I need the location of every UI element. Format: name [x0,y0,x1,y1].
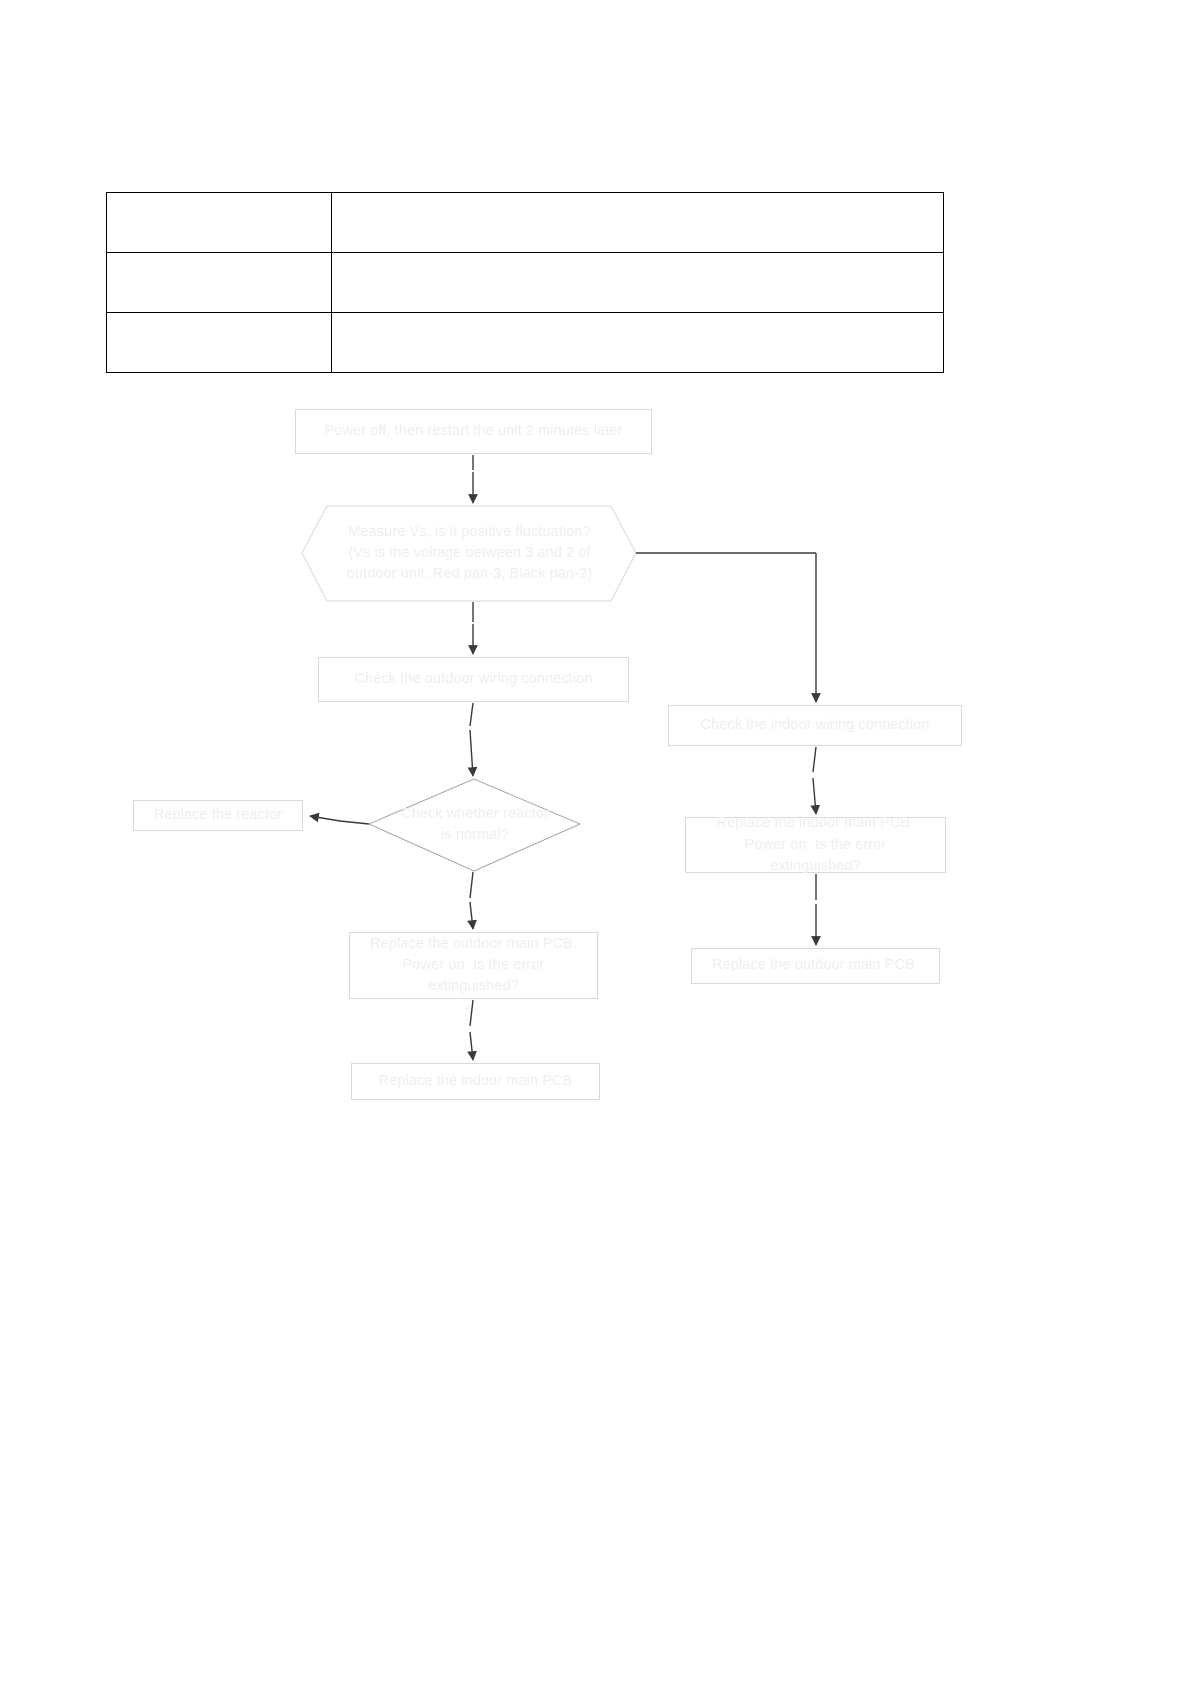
node-check-outdoor-wiring[interactable]: Check the outdoor wiring connection [318,657,629,702]
node-power-off-restart[interactable]: Power off, then restart the unit 2 minut… [295,409,652,454]
node-measure-vs[interactable]: Measure Vs, is it positive fluctuation? … [303,505,636,602]
spec-table [106,192,944,373]
node-label: Check the outdoor wiring connection [354,670,593,687]
table-cell-label [106,252,332,313]
node-replace-outdoor-pcb-final[interactable]: Replace the outdoor main PCB. [691,948,940,984]
table-row [106,312,944,373]
node-label: Check the indoor wiring connection [700,716,930,733]
node-label: Replace the indoor main PCB [378,1072,573,1089]
table-cell-label [106,312,332,373]
node-check-indoor-wiring[interactable]: Check the indoor wiring connection [668,705,962,746]
table-cell-label [106,192,332,253]
node-label: Power off, then restart the unit 2 minut… [324,422,623,439]
node-label: Replace the indoor main PCB. Power on. I… [716,815,915,874]
diamond-shape-check-reactor [367,778,582,872]
node-label: Measure Vs, is it positive fluctuation? … [346,523,593,582]
node-replace-outdoor-pcb[interactable]: Replace the outdoor main PCB. Power on. … [349,932,598,999]
node-label: Replace the outdoor main PCB. Power on. … [370,935,577,994]
node-replace-reactor[interactable]: Replace the reactor [133,800,303,831]
table-cell-value [331,312,944,373]
node-label: Replace the reactor [153,806,283,823]
node-replace-indoor-pcb-final[interactable]: Replace the indoor main PCB [351,1063,600,1100]
hexagon-shape-measure-vs [301,505,637,602]
node-check-reactor[interactable]: Check whether reactor is normal? [370,780,580,870]
node-replace-indoor-pcb[interactable]: Replace the indoor main PCB. Power on. I… [685,815,946,874]
node-label: Check whether reactor is normal? [401,805,549,843]
node-label: Replace the outdoor main PCB. [712,957,919,974]
